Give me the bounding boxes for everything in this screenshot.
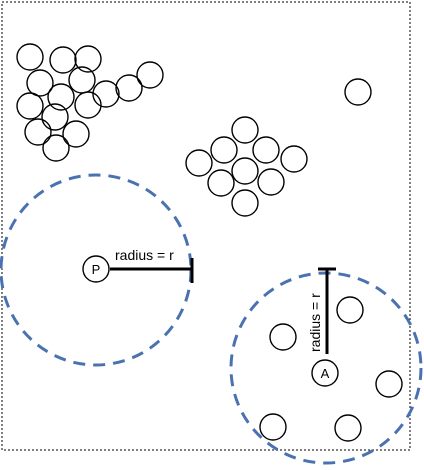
data-point [259, 413, 287, 441]
data-point [62, 120, 90, 148]
data-point [280, 145, 308, 173]
data-point [136, 61, 164, 89]
data-point [49, 46, 77, 74]
data-point [185, 149, 213, 177]
data-point [207, 169, 235, 197]
cluster-a-neighbors [259, 296, 403, 442]
data-point [26, 69, 54, 97]
radius-label-a: radius = r [307, 293, 323, 352]
point-p [82, 255, 110, 283]
data-point [92, 80, 120, 108]
data-point [252, 136, 280, 164]
data-point [210, 136, 238, 164]
data-point [336, 296, 364, 324]
data-point [269, 323, 297, 351]
isolated-point [344, 78, 372, 106]
point-a [311, 359, 339, 387]
data-point [231, 157, 259, 185]
data-point [231, 116, 259, 144]
data-point [115, 74, 143, 102]
data-point [24, 118, 52, 146]
data-point [334, 414, 362, 442]
data-point [231, 189, 259, 217]
point-p-label: P [92, 262, 101, 277]
data-point [74, 91, 102, 119]
data-point [16, 43, 44, 71]
data-point [16, 92, 44, 120]
data-point [375, 370, 403, 398]
data-point [41, 103, 69, 131]
radius-label-p: radius = r [115, 247, 174, 263]
data-point [74, 45, 102, 73]
cluster-top-left [16, 43, 164, 162]
data-point [42, 134, 70, 162]
data-point [47, 83, 75, 111]
bounding-box [1, 1, 411, 451]
data-point [257, 168, 285, 196]
cluster-center [185, 116, 308, 217]
point-a-label: A [321, 366, 330, 381]
